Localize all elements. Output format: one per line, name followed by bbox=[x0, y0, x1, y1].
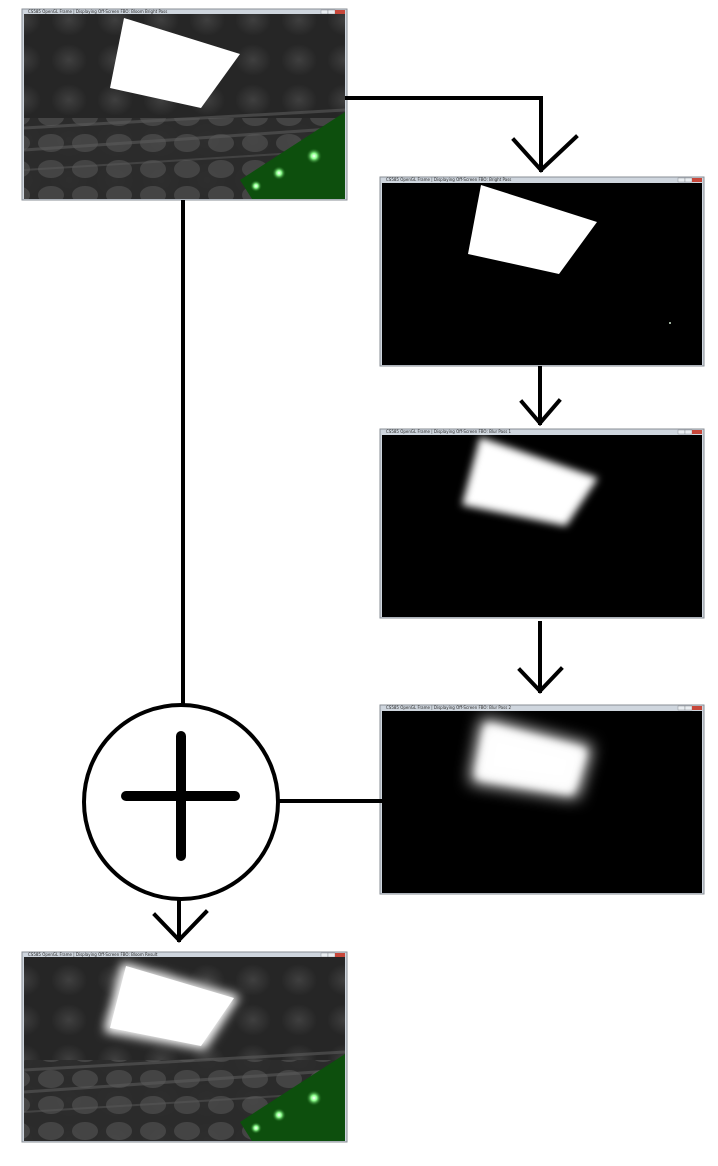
arrow-head bbox=[511, 134, 579, 173]
bright-quad bbox=[468, 185, 597, 274]
screen-original-scene: CS585 OpenGL Frame | Displaying Off-Scre… bbox=[21, 8, 348, 201]
scene-render bbox=[24, 957, 345, 1141]
close-icon[interactable] bbox=[692, 430, 702, 434]
light-glow bbox=[272, 166, 286, 180]
light-glow bbox=[306, 148, 322, 164]
close-icon[interactable] bbox=[692, 178, 702, 182]
arrow-head bbox=[517, 666, 564, 694]
blurred-quad bbox=[462, 437, 598, 526]
green-floor bbox=[240, 1054, 345, 1141]
window-title: CS585 OpenGL Frame | Displaying Off-Scre… bbox=[386, 705, 512, 710]
window-controls[interactable] bbox=[677, 705, 702, 711]
arrow-head bbox=[152, 909, 209, 943]
connector-line bbox=[345, 96, 543, 172]
bright-quad bbox=[110, 18, 240, 108]
window-title: CS585 OpenGL Frame | Displaying Off-Scre… bbox=[28, 952, 158, 957]
plus-operator bbox=[82, 703, 280, 901]
window-controls[interactable] bbox=[320, 952, 345, 958]
screen-blur-pass-1: CS585 OpenGL Frame | Displaying Off-Scre… bbox=[379, 428, 705, 619]
scene-render bbox=[24, 14, 345, 199]
light-glow bbox=[250, 1122, 262, 1134]
light-glow bbox=[250, 180, 262, 192]
window-title: CS585 OpenGL Frame | Displaying Off-Scre… bbox=[28, 9, 167, 14]
arrow-head bbox=[519, 398, 562, 427]
screen-blur-pass-2: CS585 OpenGL Frame | Displaying Off-Scre… bbox=[379, 704, 705, 895]
close-icon[interactable] bbox=[335, 10, 345, 14]
close-icon[interactable] bbox=[335, 953, 345, 957]
screen-bright-pass: CS585 OpenGL Frame | Displaying Off-Scre… bbox=[379, 176, 705, 367]
window-controls[interactable] bbox=[677, 177, 702, 183]
light-glow bbox=[272, 1108, 286, 1122]
window-title: CS585 OpenGL Frame | Displaying Off-Scre… bbox=[386, 177, 511, 182]
screen-combined-result: CS585 OpenGL Frame | Displaying Off-Scre… bbox=[21, 951, 348, 1143]
window-controls[interactable] bbox=[320, 9, 345, 15]
bright-dot bbox=[669, 322, 671, 324]
connectors bbox=[152, 96, 579, 943]
window-title: CS585 OpenGL Frame | Displaying Off-Scre… bbox=[386, 429, 512, 434]
green-floor bbox=[240, 112, 345, 199]
close-icon[interactable] bbox=[692, 706, 702, 710]
window-controls[interactable] bbox=[677, 429, 702, 435]
light-glow bbox=[306, 1090, 322, 1106]
